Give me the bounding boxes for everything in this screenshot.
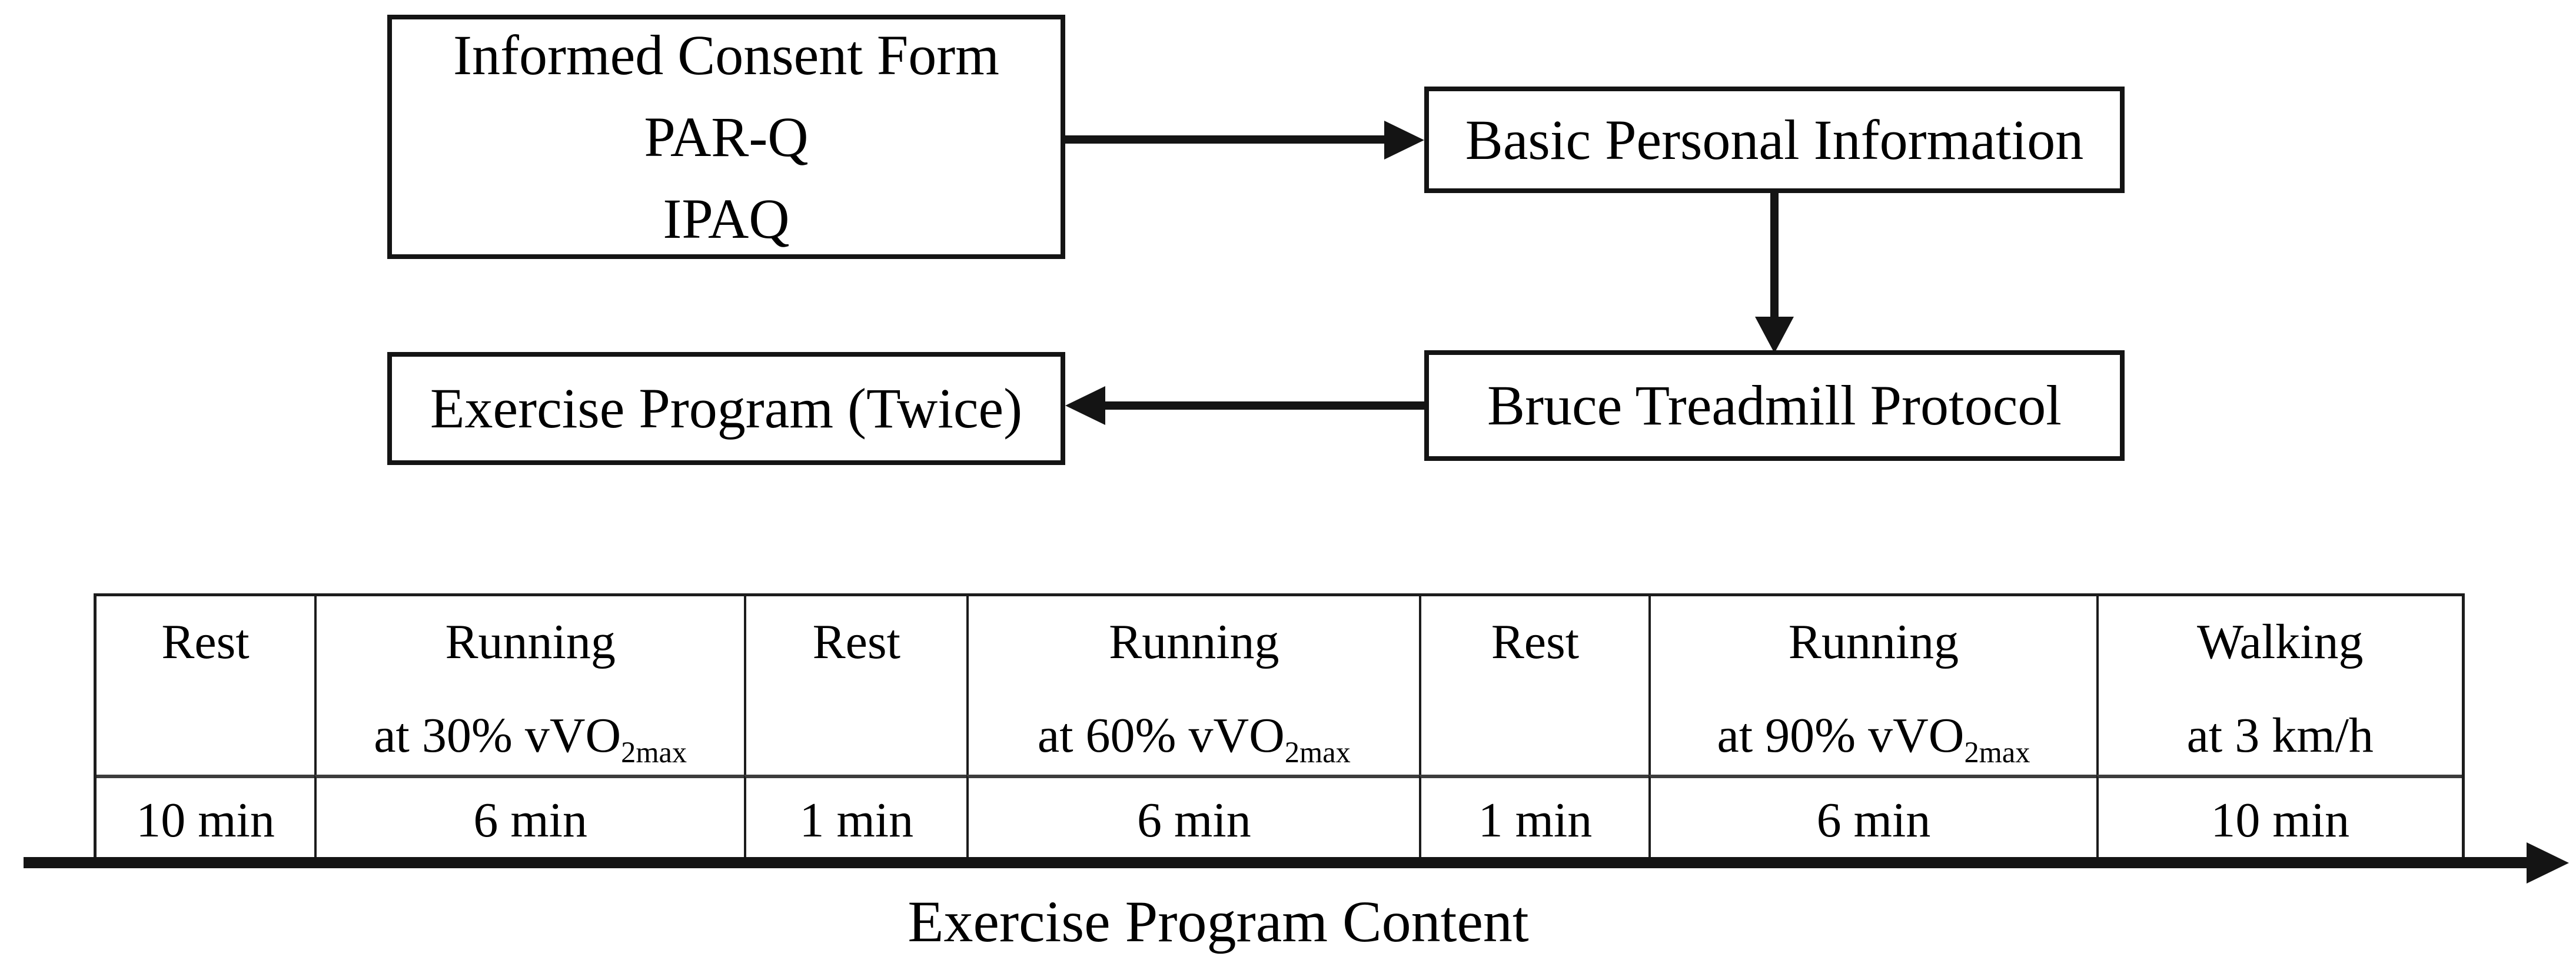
- arrow-left-icon: [1065, 386, 1105, 425]
- timeline-arrow-right-icon: [2527, 842, 2569, 884]
- personal-box-label: Basic Personal Information: [1465, 108, 2084, 171]
- flowchart-box-personal-information: Basic Personal Information: [1424, 87, 2125, 193]
- table-cell-duration: 10 min: [2096, 774, 2462, 863]
- treadmill-box-label: Bruce Treadmill Protocol: [1487, 374, 2062, 437]
- table-cell-activity: Walking at 3 km/h: [2096, 596, 2462, 775]
- table-cell-duration: 1 min: [744, 774, 967, 863]
- table-cell-activity: Running at 60% vVO2max: [966, 596, 1419, 775]
- exercise-program-table: Rest Running at 30% vVO2max Rest Running…: [94, 593, 2465, 863]
- table-cell-duration: 1 min: [1419, 774, 1649, 863]
- table-cell-duration: 6 min: [314, 774, 744, 863]
- arrow-right-icon: [1384, 121, 1424, 160]
- table-cell-duration: 10 min: [97, 774, 315, 863]
- table-cell-activity: Rest: [161, 615, 250, 669]
- flowchart-box-bruce-treadmill-protocol: Bruce Treadmill Protocol: [1424, 350, 2125, 461]
- timeline-axis-line: [24, 857, 2528, 868]
- table-cell-activity: Rest: [744, 596, 966, 775]
- program-box-label: Exercise Program (Twice): [430, 377, 1023, 440]
- consent-box-line-1: Informed Consent Form: [453, 23, 999, 87]
- table-cell-activity: Running at 30% vVO2max: [314, 596, 744, 775]
- flowchart-box-consent-forms: Informed Consent Form PAR-Q IPAQ: [387, 15, 1065, 259]
- arrow-treadmill-to-program-line: [1104, 401, 1424, 410]
- table-cell-duration: 6 min: [1648, 774, 2096, 863]
- consent-box-line-2: PAR-Q: [644, 105, 809, 168]
- consent-box-line-3: IPAQ: [663, 187, 790, 251]
- table-cell-duration: 6 min: [966, 774, 1420, 863]
- arrow-down-icon: [1755, 317, 1794, 353]
- arrow-consent-to-personal-line: [1065, 135, 1388, 144]
- table-cell-activity: Rest: [1419, 596, 1648, 775]
- table-cell-activity: Running at 90% vVO2max: [1648, 596, 2096, 775]
- timeline-caption: Exercise Program Content: [908, 889, 1529, 954]
- arrow-personal-to-treadmill-line: [1770, 193, 1779, 319]
- flowchart-box-exercise-program: Exercise Program (Twice): [387, 352, 1065, 465]
